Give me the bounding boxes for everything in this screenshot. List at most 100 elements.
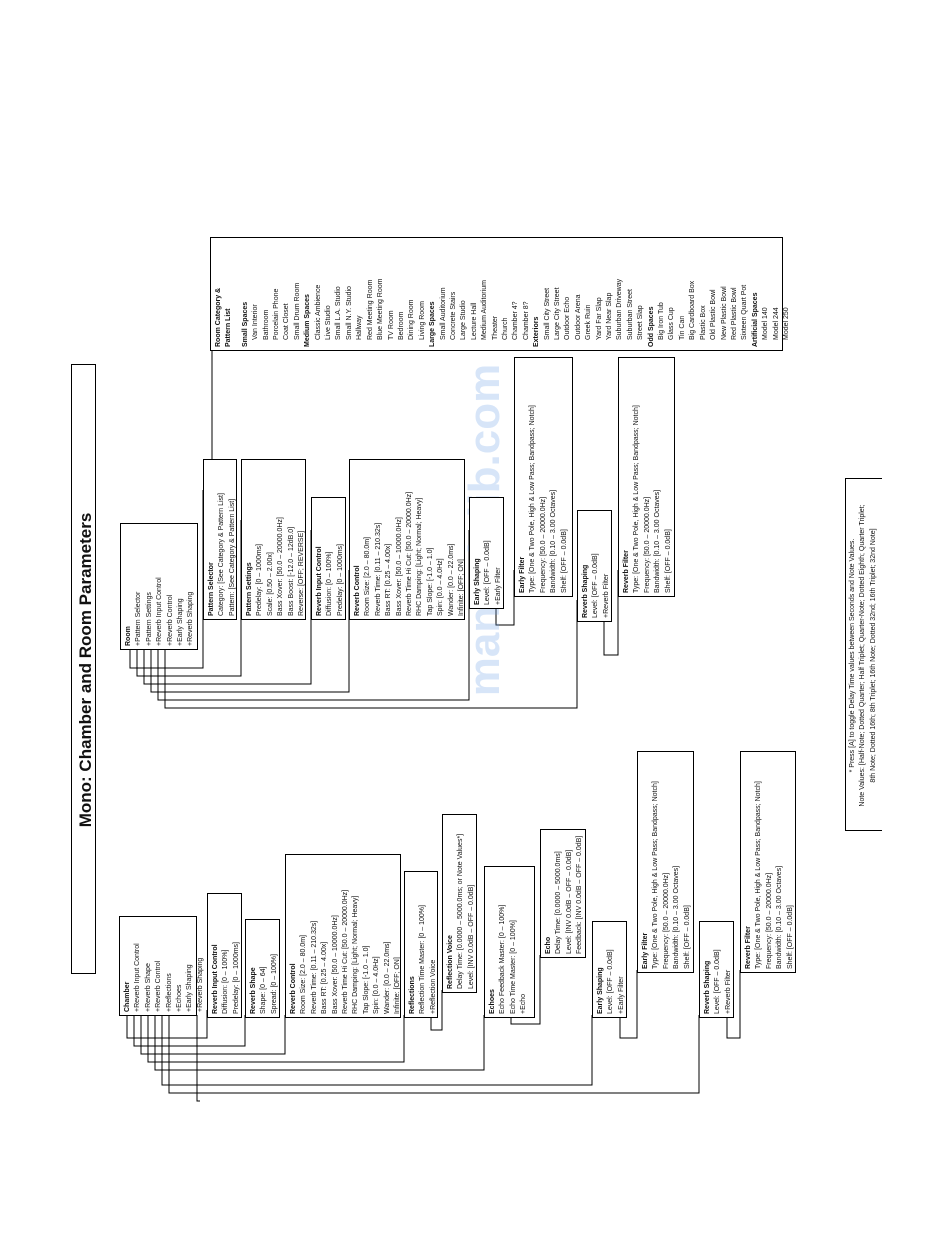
category-group-heading: Large Spaces [429,301,437,347]
category-pattern-item: Big Cardboard Box [689,280,697,340]
category-pattern-item: Old Plastic Bowl [710,289,718,340]
connector-line [154,1015,485,1071]
room-reverb-filter-line: Bandwidth: [0.10 – 3.00 Octaves] [654,489,662,593]
chamber-echo-line: Feedback: [INV 0.0dB – OFF – 0.0dB] [576,835,584,954]
connector-line [157,530,470,701]
room-room-line: +Reverb Control [166,594,174,646]
room-reverb-shaping-title: Reverb Shaping [582,564,589,618]
category-pattern-item: Van Interior [252,304,260,340]
room-reverb-control-line: RHC Damping: [Light; Normal; Heavy] [416,497,424,616]
category-pattern-item: Large Studio [460,300,468,340]
room-reverb-filter-line: Type: [One & Two Pole, High & Low Pass; … [633,405,641,593]
category-pattern-item: Small N.Y. Studio [345,286,353,340]
notes-line-2: Note Values: [Half-Note; Dotted Quarter;… [859,504,867,807]
category-pattern-item: Suburban Driveway [616,278,624,340]
chamber-reverb-control-line: Infinite: [OFF; ON] [394,957,402,1014]
room-pattern-settings-line: Scale: [0.50 – 2.00x] [266,552,274,616]
category-pattern-item: Medium Auditorium [481,280,489,340]
connector-line [211,349,220,459]
category-pattern-item: Yard Far Slap [595,297,603,340]
category-pattern-item: Bathroom [262,309,270,340]
category-group-heading: Medium Spaces [304,294,312,347]
category-pattern-item: Chamber 4? [512,301,520,340]
room-early-filter-line: Frequency: [50.0 – 20000.0Hz] [539,496,547,593]
category-pattern-item: Living Room [418,301,426,340]
connector-line [164,600,578,709]
room-reverb-control-line: Infinite: [OFF; ON] [458,559,466,616]
room-room-line: +Pattern Settings [145,592,153,646]
chamber-reflection-voice-title: Reflection Voice [447,935,454,989]
connector-line [140,1015,286,1055]
room-pattern-settings-line: Bass Boost: [-12.0 – 12dB.0] [287,526,295,616]
category-pattern-item: Street Slap [637,305,645,340]
connector-line [430,990,443,1031]
room-reverb-control-line: Reverb Time Hi Cut: [50.0 – 20000.0Hz] [406,491,414,616]
room-reverb-shaping-line: Level: [OFF – 0.0dB] [592,553,600,618]
connector-line [196,1015,200,1102]
chamber-reverb-control-line: Bass RT: [0.25 – 4.00x] [321,941,329,1014]
chamber-reverb-shape-title: Reverb Shape [250,967,257,1014]
chamber-early-filter-title: Early Filter [642,932,649,969]
chamber-early-filter-line: Frequency: [50.0 – 20000.0Hz] [662,872,670,969]
category-pattern-item: Big Iron Tub [658,302,666,340]
connector-line [126,1010,208,1039]
category-pattern-item: Porcelain Phone [273,288,281,340]
category-pattern-item: Live Studio [325,305,333,340]
category-pattern-item: Lecture Hall [470,302,478,340]
category-pattern-item: Suburban Street [626,289,634,340]
category-pattern-item: Large City Street [554,287,561,340]
chamber-reverb-control-line: Spin: [0.0 – 4.0Hz] [373,956,381,1014]
room-pattern-settings-title: Pattern Settings [246,562,253,616]
room-reverb-input-control-line: Diffusion: [0 – 100%] [326,551,334,616]
category-group-heading: Small Spaces [241,301,249,347]
category-pattern-item: Small L.A. Studio [335,286,343,340]
category-pattern-item: Blue Meeting Room [377,278,385,340]
room-early-filter-line: Bandwidth: [0.10 – 3.00 Octaves] [550,489,558,593]
page-title-box: Mono: Chamber and Room Parameters [71,364,96,974]
room-reverb-input-control-line: Predelay: [0 – 1000ms] [336,544,344,616]
category-group-heading: Exteriors [533,316,541,347]
category-pattern-item: Coat Closet [283,303,291,340]
category-pattern-item: Red Meeting Room [366,279,374,340]
chamber-echoes-line: Echo Time Master: [0 – 100%] [509,920,517,1014]
chamber-echo-line: Level: [INV 0.0dB – OFF – 0.0dB] [565,849,573,954]
chamber-chamber-box: Chamber+Reverb Input Control+Reverb Shap… [119,916,204,1016]
room-room-line: +Reverb Input Control [156,577,164,646]
chamber-reverb-shaping-line: Level: [OFF – 0.0dB] [714,949,722,1014]
chamber-reverb-shaping-line: +Reverb Filter [724,969,732,1014]
room-early-shaping-line: +Early Filter [494,567,502,605]
chamber-early-filter-line: Type: [One & Two Pole, High & Low Pass; … [652,781,660,969]
category-pattern-item: Small Drum Room [293,282,301,340]
connector-line [619,970,638,1039]
chamber-reverb-shape-line: Shape: [0 – 64] [260,966,268,1014]
chamber-reverb-control-line: Reverb Time Hi Cut: [50.0 – 20000.0Hz] [342,889,350,1014]
chamber-reverb-control-line: Wander: [0.0 – 22.0ms] [383,941,391,1015]
category-pattern-item: Model 250 [782,307,790,340]
room-room-line: +Reverb Shaping [187,591,195,646]
room-room-title: Room [125,626,132,646]
chamber-reverb-input-control-line: Diffusion: [0 – 100%] [222,949,230,1014]
category-pattern-item: Glass Cup [668,307,676,340]
chamber-early-shaping-line: +Early Filter [617,976,625,1014]
category-pattern-item: Church [501,317,509,340]
chamber-echo-line: Delay Time: [0.0000 – 5000.0ms] [555,851,563,954]
room-reverb-filter-title: Reverb Filter [623,550,630,593]
room-pattern-settings-line: Predelay: [0 – 1000ms] [256,544,264,616]
chamber-reverb-filter-line: Shelf: [OFF – 0.0dB] [786,905,794,969]
room-room-line: +Pattern Selector [135,591,143,646]
chamber-early-filter-line: Bandwidth: [0.10 – 3.00 Octaves] [673,865,681,969]
chamber-reverb-control-line: RHC Damping: [Light; Normal; Heavy] [352,895,360,1014]
chamber-reverb-control-title: Reverb Control [290,963,297,1014]
chamber-reverb-filter-line: Frequency: [50.0 – 20000.0Hz] [765,872,773,969]
category-pattern-item: Small Auditorium [439,287,447,340]
